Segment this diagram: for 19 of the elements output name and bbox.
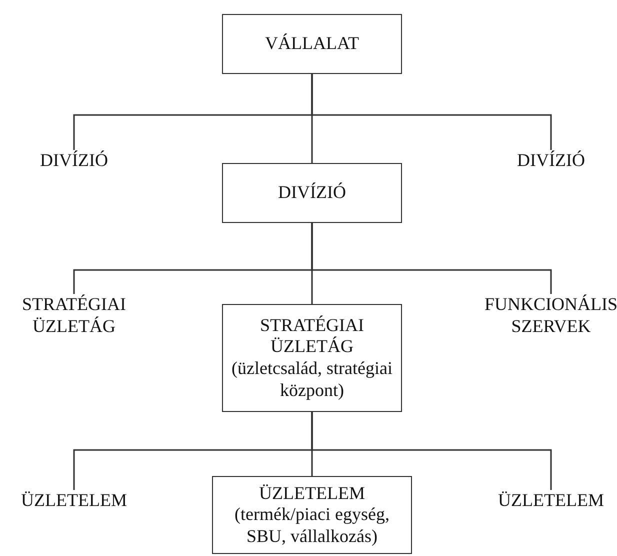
unit-box — [222, 304, 402, 412]
unit-name: STRATÉGIAI ÜZLETÁG — [22, 294, 126, 338]
unit-name: ÜZLETELEM — [498, 490, 604, 512]
connector-line — [311, 223, 552, 294]
unit-name: DIVÍZIÓ — [40, 150, 108, 172]
unit-box — [212, 476, 412, 554]
unit-box — [222, 163, 402, 223]
unit-name: STRATÉGIAI ÜZLETÁG — [259, 314, 365, 358]
unit-description: (üzletcsalád, stratégiai központ) — [230, 358, 394, 402]
unit-name: ÜZLETELEM — [259, 482, 365, 504]
connector-line — [311, 412, 552, 490]
unit-name: VÁLLALAT — [265, 33, 359, 55]
unit-name: FUNKCIONÁLIS SZERVEK — [484, 294, 617, 338]
connector-line — [311, 74, 552, 150]
unit-box — [222, 14, 402, 74]
unit-description: (termék/piaci egység, SBU, vállalkozás) — [234, 504, 390, 548]
unit-name: DIVÍZIÓ — [517, 150, 585, 172]
unit-name: DIVÍZIÓ — [278, 182, 346, 204]
unit-name: ÜZLETELEM — [21, 490, 127, 512]
